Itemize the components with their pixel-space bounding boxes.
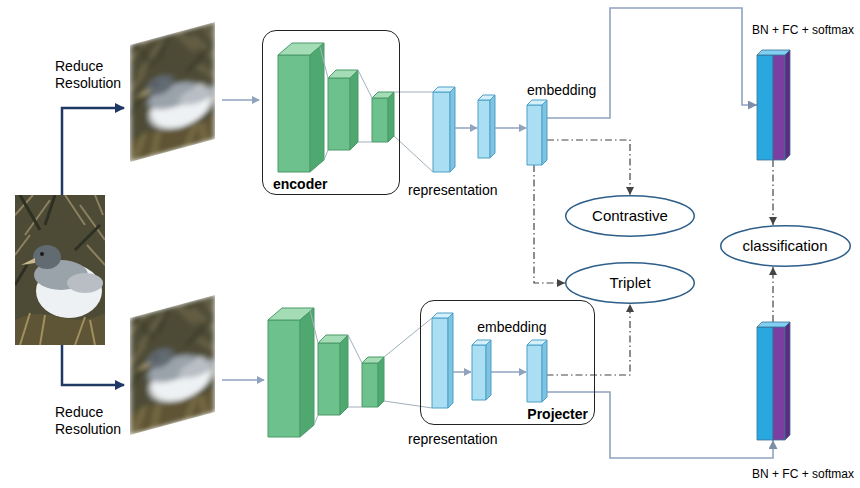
- classifier-head-shape: [757, 322, 790, 440]
- cnn-layer-block: [268, 43, 394, 437]
- resolution-arrow: [62, 108, 124, 385]
- projection-arrow: [455, 127, 477, 129]
- node-label: Projecter: [527, 406, 588, 422]
- node-label: BN + FC + softmax: [752, 24, 854, 38]
- input-photo: [15, 195, 105, 345]
- loss-label: classification: [742, 237, 827, 254]
- embedding-block: embedding: [527, 100, 547, 165]
- cnn-layer-block: [278, 55, 310, 172]
- embedding-block-face: [542, 100, 547, 165]
- loss-connector: [772, 160, 773, 225]
- loss-ellipse-outline: [566, 196, 695, 237]
- embedding-block-shape: [527, 340, 547, 402]
- low-resolution-photo: [130, 22, 215, 435]
- feature-vector-block: [432, 318, 448, 408]
- low-resolution-photo: [130, 295, 215, 435]
- cnn-layer-block: [328, 78, 350, 150]
- cnn-layer-block: [350, 70, 358, 150]
- cnn-layer-block: [310, 43, 324, 172]
- loss-connector: [534, 165, 565, 283]
- feature-vector-block: [450, 87, 455, 172]
- feature-connector: [547, 8, 757, 118]
- low-resolution-photo: [130, 295, 215, 435]
- classifier-head: BN + FC + softmax: [757, 50, 790, 160]
- classifier-bar-face: [757, 322, 790, 327]
- loss-connector: [547, 140, 630, 195]
- input-photo: [15, 195, 105, 345]
- feature-vector-block: [432, 87, 495, 408]
- cnn-layer-block: [300, 308, 314, 437]
- node-label: embedding: [527, 82, 596, 98]
- projector-box: embeddingProjecter: [420, 300, 595, 425]
- input-arrow: [222, 379, 264, 381]
- layer-fan-line: [310, 310, 432, 425]
- loss-ellipse-outline: [566, 263, 695, 304]
- annotation-label: representation: [408, 182, 498, 199]
- classifier-bar-face: [785, 50, 790, 160]
- feature-connector: [547, 392, 774, 458]
- classifier-bar-face: [773, 327, 785, 440]
- classifier-bar-face: [757, 55, 773, 160]
- cnn-layer-block: [318, 343, 340, 415]
- annotation-label: Reduce Resolution: [55, 58, 129, 92]
- classifier-bar-face: [785, 322, 790, 440]
- feature-vector-block: [478, 100, 490, 158]
- cnn-layer-block: [378, 357, 384, 407]
- embedding-block-face: [527, 105, 542, 165]
- cnn-layer-block: [362, 363, 378, 407]
- input-photo: [15, 195, 105, 345]
- low-resolution-photo: [130, 22, 215, 162]
- loss-ellipse: Contrastive: [565, 195, 695, 237]
- feature-vector-block: [448, 313, 453, 408]
- feature-vector-block: [433, 92, 450, 172]
- annotation-label: Reduce Resolution: [55, 404, 129, 438]
- low-resolution-photo: [130, 295, 215, 435]
- loss-ellipse: classification: [720, 225, 851, 267]
- cnn-layer-block: [340, 335, 348, 415]
- embedding-block-face: [542, 340, 547, 402]
- embedding-block: embedding: [527, 340, 547, 402]
- classifier-head: BN + FC + softmax: [757, 322, 790, 440]
- loss-ellipse: Triplet: [565, 262, 695, 304]
- loss-connector: [547, 304, 631, 375]
- layer-fan-line: [320, 47, 433, 172]
- embedding-block-face: [527, 345, 542, 402]
- loss-ellipse-outline: [720, 226, 850, 267]
- cnn-layer-block: [388, 92, 394, 142]
- embedding-block-shape: [527, 100, 547, 165]
- node-label: encoder: [273, 176, 327, 192]
- resolution-arrow: [62, 108, 124, 195]
- classifier-bar-face: [757, 327, 773, 440]
- layer-fan-line: [310, 47, 433, 425]
- classifier-bar-face: [773, 55, 785, 160]
- classifier-bar-face: [757, 50, 790, 55]
- feature-vector-block: [486, 340, 491, 400]
- node-label: BN + FC + softmax: [752, 468, 854, 482]
- loss-label: Triplet: [609, 274, 650, 291]
- feature-vector-block: [472, 345, 486, 400]
- projection-arrow: [491, 371, 526, 373]
- loss-label: Contrastive: [592, 207, 668, 224]
- loss-connector: [772, 267, 773, 322]
- classifier-head-shape: [757, 50, 790, 160]
- low-resolution-photo: [130, 22, 215, 162]
- resolution-arrow: [62, 345, 124, 385]
- input-arrow: [222, 99, 259, 101]
- feature-vector-block: [490, 95, 495, 158]
- projection-arrow: [453, 371, 471, 373]
- cnn-layer-block: [372, 98, 388, 142]
- input-arrow: [222, 100, 264, 380]
- node-label: embedding: [477, 319, 546, 335]
- low-resolution-photo: [130, 22, 215, 162]
- input-photo: [15, 195, 105, 345]
- projection-arrow: [495, 127, 526, 129]
- annotation-label: representation: [408, 431, 498, 448]
- cnn-layer-block: [268, 320, 300, 437]
- encoder-box: encoder: [262, 30, 400, 195]
